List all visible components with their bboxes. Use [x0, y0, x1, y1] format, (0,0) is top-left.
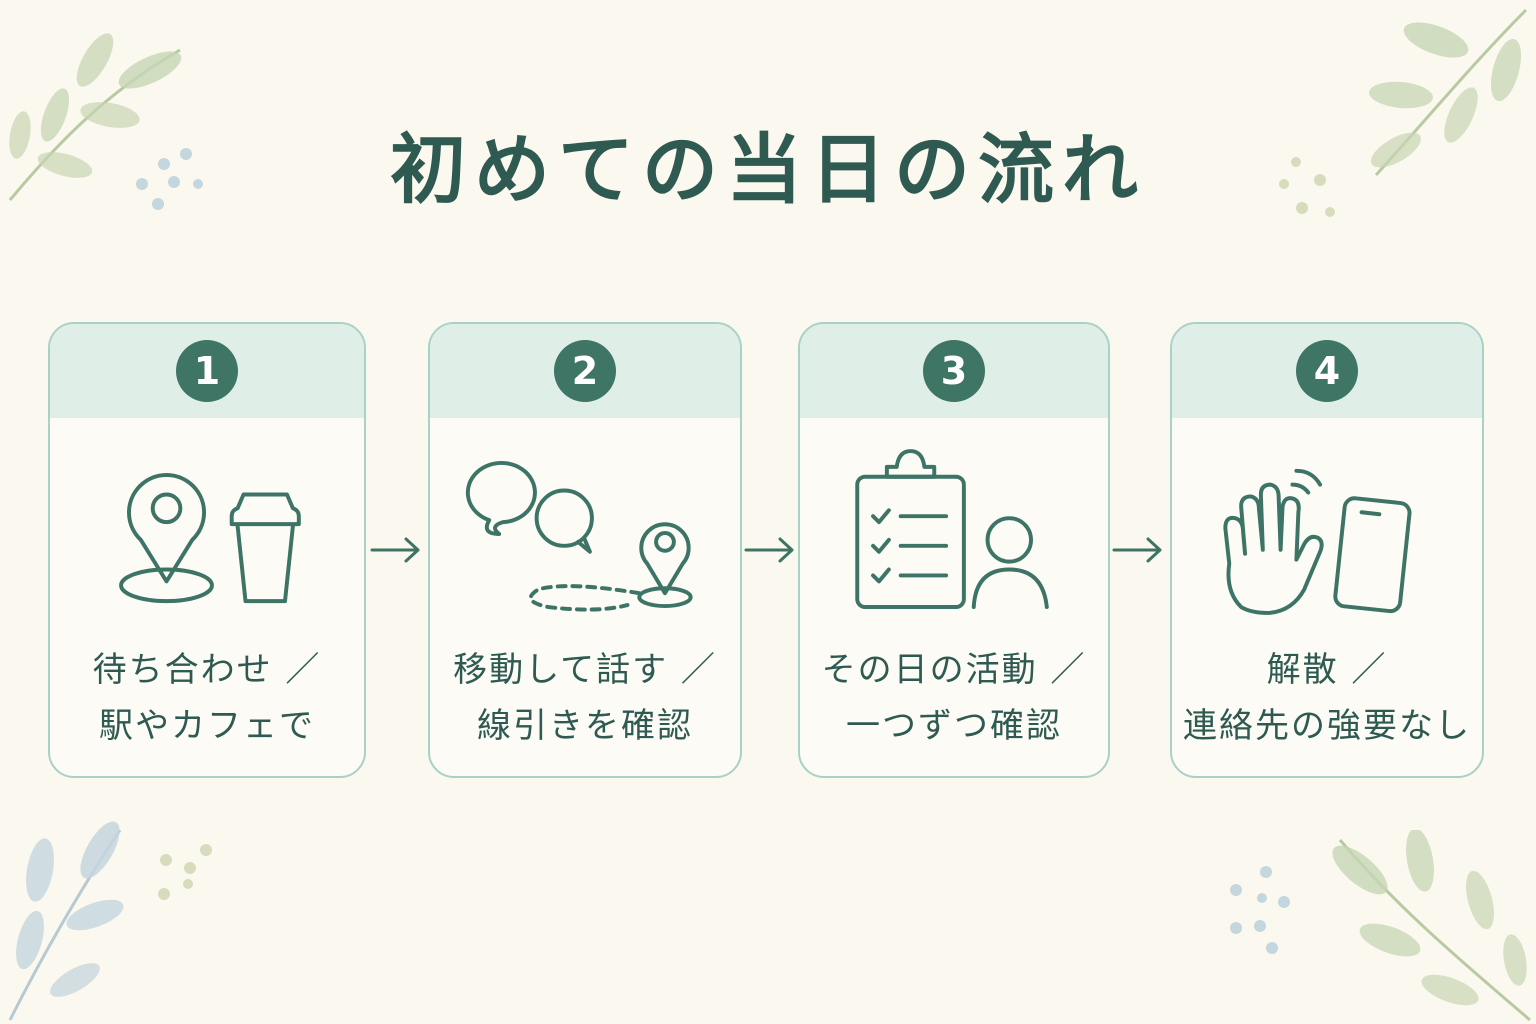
step-label-line1: 解散 ／	[1266, 650, 1388, 690]
leaf-decoration-top-left	[8, 33, 182, 201]
step-label-line1: その日の活動 ／	[821, 650, 1087, 690]
step-label-line2: 連絡先の強要なし	[1183, 706, 1471, 746]
dots-decoration-bottom-left	[158, 844, 212, 900]
step-label-line2: 線引きを確認	[477, 706, 693, 746]
step-card-header: 3	[800, 324, 1108, 418]
step-label: 解散 ／ 連絡先の強要なし	[1172, 642, 1482, 754]
step-card-3: 3 その日の活動 ／ 一つずつ確認	[798, 322, 1110, 778]
step-number-badge: 2	[554, 340, 616, 402]
step-number-badge: 1	[176, 340, 238, 402]
arrow-right-icon	[1112, 537, 1162, 563]
step-label-line1: 待ち合わせ ／	[92, 650, 322, 690]
location-pin-and-coffee-cup-icon	[119, 473, 301, 604]
waving-hand-and-phone-icon	[1223, 468, 1412, 615]
step-label: 待ち合わせ ／ 駅やカフェで	[50, 642, 364, 754]
step-card-header: 4	[1172, 324, 1482, 418]
arrow-right-icon	[744, 537, 794, 563]
leaf-decoration-bottom-right	[1332, 830, 1531, 1022]
step-label-line2: 駅やカフェで	[99, 706, 315, 746]
step-label: 移動して話す ／ 線引きを確認	[430, 642, 740, 754]
chat-bubbles-and-route-icon	[465, 460, 693, 612]
step-label-line1: 移動して話す ／	[453, 650, 717, 690]
leaf-decoration-bottom-left	[8, 821, 124, 1021]
step-card-4: 4 解散 ／ 連絡先の強要なし	[1170, 322, 1484, 778]
step-number-badge: 3	[923, 340, 985, 402]
dots-decoration-top-right	[1279, 157, 1335, 217]
step-card-header: 2	[430, 324, 740, 418]
checklist-and-person-icon	[855, 449, 1049, 610]
step-label: その日の活動 ／ 一つずつ確認	[800, 642, 1108, 754]
arrow-right-icon	[370, 537, 420, 563]
dots-decoration-top-left	[136, 148, 203, 210]
step-label-line2: 一つずつ確認	[846, 706, 1062, 746]
step-card-1: 1 待ち合わせ ／ 駅やカフェで	[48, 322, 366, 778]
step-card-2: 2 移動して話す ／ 線引きを確認	[428, 322, 742, 778]
leaf-decoration-top-right	[1369, 8, 1528, 177]
page-title: 初めての当日の流れ	[390, 125, 1146, 214]
step-card-header: 1	[50, 324, 364, 418]
dots-decoration-bottom-right	[1230, 866, 1290, 954]
step-number-badge: 4	[1296, 340, 1358, 402]
